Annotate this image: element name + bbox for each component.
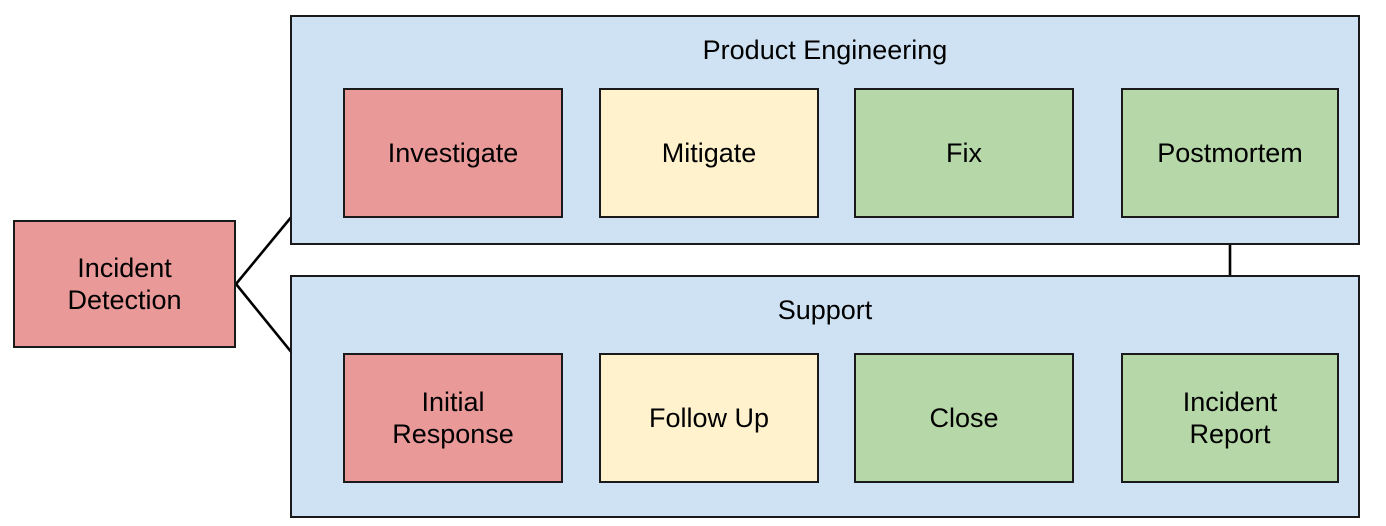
node-label-postmortem: Postmortem	[1157, 138, 1303, 168]
node-label-incident-report: Incident Report	[1182, 387, 1278, 449]
node-incident-detection[interactable]: Incident Detection	[13, 220, 236, 348]
lane-title-product-engineering: Product Engineering	[702, 35, 948, 65]
node-label-mitigate: Mitigate	[661, 138, 757, 168]
node-follow-up[interactable]: Follow Up	[599, 353, 819, 483]
node-postmortem[interactable]: Postmortem	[1121, 88, 1339, 218]
node-incident-report[interactable]: Incident Report	[1121, 353, 1339, 483]
node-label-investigate: Investigate	[387, 138, 519, 168]
lane-title-support: Support	[777, 295, 873, 325]
node-close[interactable]: Close	[854, 353, 1074, 483]
node-initial-response[interactable]: Initial Response	[343, 353, 563, 483]
node-label-close: Close	[929, 403, 999, 433]
node-label-follow-up: Follow Up	[648, 403, 770, 433]
node-label-initial-response: Initial Response	[392, 387, 514, 449]
node-label-fix: Fix	[946, 138, 982, 168]
node-investigate[interactable]: Investigate	[343, 88, 563, 218]
node-fix[interactable]: Fix	[854, 88, 1074, 218]
node-label-incident-detection: Incident Detection	[67, 253, 182, 315]
node-mitigate[interactable]: Mitigate	[599, 88, 819, 218]
